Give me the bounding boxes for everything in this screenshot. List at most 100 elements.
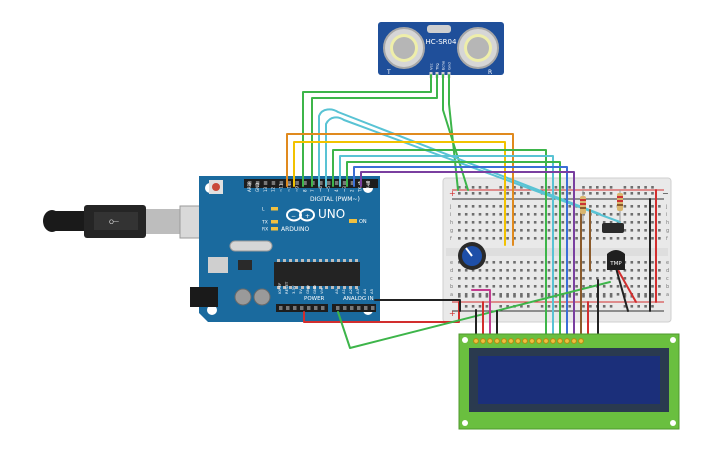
power-pin-hole[interactable] [300,306,304,310]
digital-pin-label: ~9 [294,186,299,192]
digital-pin-hole[interactable] [334,181,339,185]
row-letter: a [666,292,669,298]
analog-header-strip [332,304,376,312]
lcd-pin[interactable] [578,338,584,344]
digital-pin-hole[interactable] [287,181,292,185]
power-pin-hole[interactable] [293,306,297,310]
wire-a0-tmp[interactable] [337,281,611,349]
digital-pin-hole[interactable] [271,181,276,185]
wire-cyan-1[interactable] [318,108,601,215]
wire-lcd-d7[interactable] [332,149,547,339]
analog-pin-label: A3 [355,288,360,294]
row-letter: e [666,260,669,266]
lcd-pin[interactable] [480,338,486,344]
wire-pot-wiper[interactable] [471,289,491,339]
analog-pin-hole[interactable] [350,306,354,310]
potentiometer-icon[interactable] [458,242,486,270]
analog-pin-hole[interactable] [343,306,347,310]
digital-pin-label: 7 [310,189,315,192]
power-pin-hole[interactable] [279,306,283,310]
wire-cyan-2[interactable] [325,116,621,223]
row-letter: b [450,284,453,290]
lcd-pin[interactable] [543,338,549,344]
svg-text:⟜: ⟜ [109,214,119,229]
wire-5v[interactable] [303,301,460,323]
resistor-1 [580,190,586,222]
row-letter: f [666,236,668,242]
digital-pin-hole[interactable] [263,181,268,185]
lcd-pin[interactable] [557,338,563,344]
digital-pin-hole[interactable] [366,181,371,185]
analog-pin-hole[interactable] [364,306,368,310]
analog-header-label: ANALOG IN [343,296,374,302]
lcd-pin[interactable] [550,338,556,344]
wire-gnd[interactable] [374,299,461,312]
tmp-sensor: TMP [607,250,625,270]
sensor-pin-label: Echo [441,60,446,70]
row-letter: b [666,284,669,290]
rail-minus-label: − [662,189,669,198]
digital-pin-label: 4 [334,189,339,192]
power-pin-hole[interactable] [286,306,290,310]
wire-lcd-en[interactable] [360,171,575,339]
rail-plus-label-bottom: + [449,309,456,318]
lcd-pin[interactable] [487,338,493,344]
digital-pin-hole[interactable] [350,181,355,185]
wire-tmp-gnd[interactable] [615,267,629,312]
digital-pin-hole[interactable] [279,181,284,185]
digital-pin-label: ~6 [318,186,323,192]
led-label: RX [262,227,268,233]
digital-pin-hole[interactable] [303,181,307,185]
push-button[interactable] [602,223,624,233]
rail-plus-label: + [449,189,456,198]
lcd-pin[interactable] [501,338,507,344]
lcd-pin[interactable] [529,338,535,344]
power-pin-hole[interactable] [307,306,311,310]
lcd-pin[interactable] [508,338,514,344]
row-letter: c [450,276,453,282]
wire-sensor-vcc[interactable] [302,74,432,187]
analog-pin-hole[interactable] [336,306,340,310]
digital-header-label: DIGITAL (PWM~) [310,196,360,203]
wire-tmp-vcc[interactable] [617,269,637,303]
row-letter: g [666,228,669,234]
digital-pin-hole[interactable] [295,181,299,185]
power-pin-label: 5V [298,289,303,294]
reset-button-icon[interactable] [209,180,223,194]
lcd-pin[interactable] [536,338,542,344]
wire-orange[interactable] [286,133,514,246]
digital-pin-hole[interactable] [248,181,252,185]
wire-lcd-d5[interactable] [346,161,561,339]
lcd-pin[interactable] [473,338,479,344]
resistor-2 [617,190,623,222]
power-pin-hole[interactable] [321,306,325,310]
digital-pin-label: TX→1 [358,180,363,193]
digital-pin-hole[interactable] [255,181,260,185]
analog-pin-label: A4 [362,288,367,294]
lcd-pin[interactable] [494,338,500,344]
power-pin-hole[interactable] [314,306,318,310]
wire-yellow[interactable] [293,141,506,246]
row-letter: d [666,268,669,274]
lcd-pin[interactable] [564,338,570,344]
digital-pin-label: ~10 [287,183,292,192]
digital-pin-hole[interactable] [327,181,331,185]
sensor-model-label: HC-SR04 [426,38,457,46]
lcd-pin[interactable] [522,338,528,344]
digital-pin-hole[interactable] [342,181,347,185]
row-letter: i [450,212,451,218]
power-pin-label: IOREF [277,283,282,294]
power-pin-label: Vin [319,287,324,294]
row-letter: a [450,292,453,298]
row-letter: d [450,268,453,274]
analog-pin-hole[interactable] [357,306,361,310]
digital-pin-hole[interactable] [319,181,323,185]
power-pin-label: GND [312,285,317,294]
analog-pin-hole[interactable] [371,306,375,310]
wire-lcd-d6[interactable] [339,155,554,339]
lcd-pin[interactable] [515,338,521,344]
analog-pin-label: A0 [334,288,339,294]
lcd-pin[interactable] [571,338,577,344]
wire-lcd-d4[interactable] [353,166,568,339]
power-jack[interactable] [190,287,218,307]
